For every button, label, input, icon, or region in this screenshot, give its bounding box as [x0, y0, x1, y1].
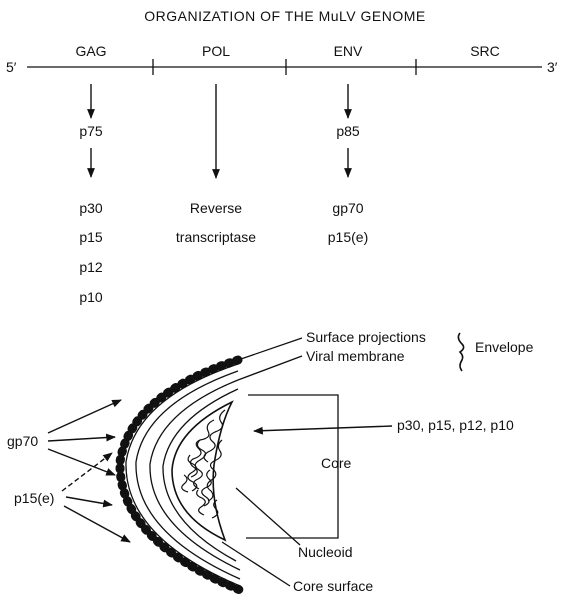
viral-membrane-line	[149, 379, 241, 571]
viral-membrane-leader	[237, 355, 303, 381]
gag-precursor: p75	[79, 123, 103, 139]
gp70-arrow-2	[47, 433, 116, 442]
figure-title: ORGANIZATION OF THE MuLV GENOME	[144, 8, 426, 24]
three-prime-label: 3′	[547, 59, 558, 75]
p15e-arrow-3	[63, 505, 131, 543]
p15e-arrow-1	[61, 452, 113, 492]
env-product-p15e: p15(e)	[328, 229, 368, 245]
virion-cross-section	[115, 355, 245, 595]
five-prime-label: 5′	[6, 59, 17, 75]
viral-membrane-label: Viral membrane	[306, 348, 405, 364]
nucleoid-label: Nucleoid	[298, 544, 352, 560]
segment-gag: GAG	[75, 43, 106, 59]
nucleoid-leader	[235, 487, 301, 546]
gag-product-p10: p10	[79, 289, 103, 305]
core-proteins-label: p30, p15, p12, p10	[397, 417, 514, 433]
gp70-label: gp70	[7, 433, 38, 449]
surface-projections-shape	[115, 355, 245, 595]
gag-product-p30: p30	[79, 200, 103, 216]
core-proteins-arrow	[253, 425, 393, 435]
segment-src: SRC	[470, 43, 500, 59]
pol-product-line-1: Reverse	[190, 200, 242, 216]
envelope-inner-line	[135, 370, 241, 580]
core-shape	[171, 400, 234, 542]
p15e-label: p15(e)	[14, 490, 54, 506]
surface-projections-label: Surface projections	[306, 329, 426, 345]
segment-pol: POL	[202, 43, 230, 59]
core-label: Core	[321, 455, 352, 471]
surface-projections-leader	[237, 337, 303, 361]
envelope-label: Envelope	[475, 339, 534, 355]
gp70-arrow-1	[47, 399, 122, 434]
gp70-arrow-3	[47, 448, 116, 476]
gag-product-p15: p15	[79, 229, 103, 245]
envelope-outer-line	[125, 363, 241, 587]
core-surface-label: Core surface	[293, 578, 373, 594]
core-surface-leader	[221, 541, 291, 587]
nucleoid-texture	[181, 409, 226, 519]
pol-product-line-2: transcriptase	[176, 229, 256, 245]
inner-membrane-line	[162, 388, 239, 562]
envelope-brace	[457, 332, 465, 372]
segment-env: ENV	[334, 43, 363, 59]
p15e-arrow-2	[65, 496, 113, 508]
gag-product-p12: p12	[79, 259, 103, 275]
env-product-gp70: gp70	[332, 200, 363, 216]
env-precursor: p85	[336, 123, 360, 139]
